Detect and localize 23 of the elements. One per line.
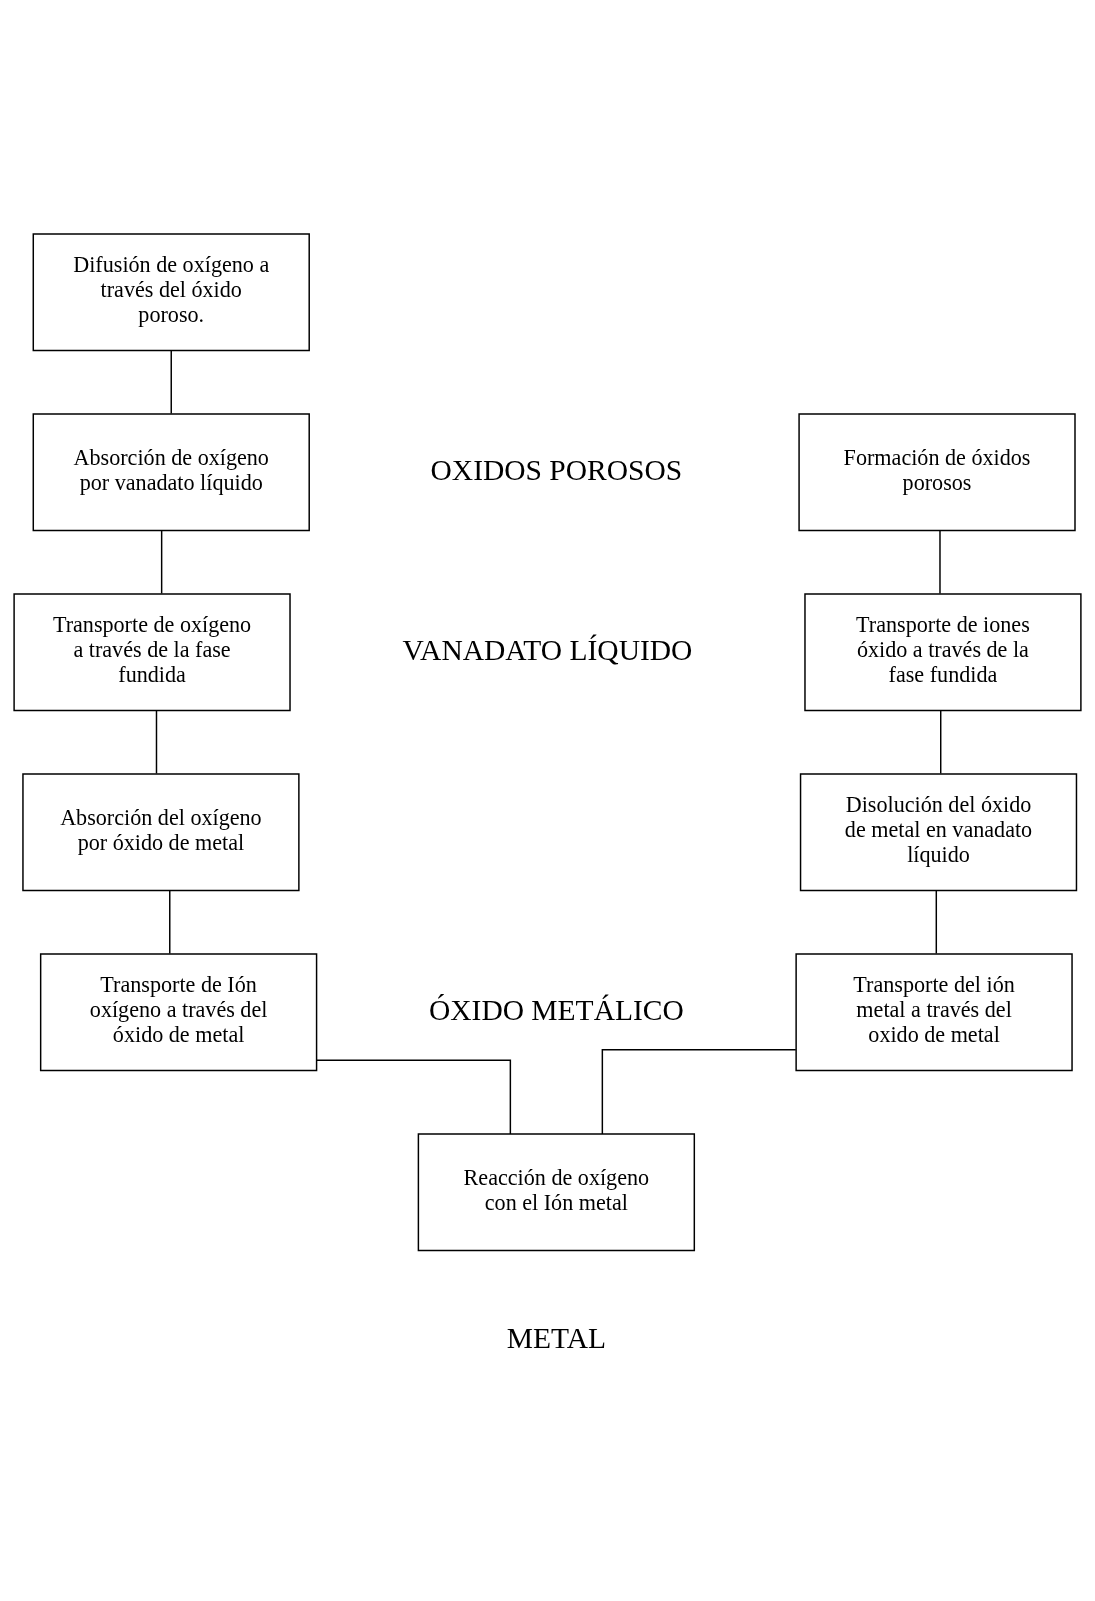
node-box: Transporte de Ión oxígeno a través del óxido de metal [39, 953, 318, 1072]
node-box: Transporte de oxígeno a través de la fase fundida [13, 593, 291, 712]
connector [939, 529, 941, 595]
node-box: Reacción de oxígeno con el Ión metal [417, 1133, 696, 1252]
label: ÓXIDO METÁLICO [428, 993, 684, 1026]
label: VANADATO LÍQUIDO [402, 633, 693, 666]
connector [160, 529, 163, 595]
node-box: Difusión de oxígeno a través del óxido poroso. [32, 233, 310, 352]
node-box: Absorción de oxígeno por vanadato líquido [32, 413, 310, 532]
label: METAL [506, 1321, 606, 1354]
connector [601, 1049, 797, 1135]
label: OXIDOS POROSOS [430, 453, 683, 486]
connector [155, 709, 158, 775]
node-box: Absorción del oxígeno por óxido de metal [22, 773, 300, 892]
connector [940, 709, 942, 775]
node-box: Formación de óxidos porosos [798, 413, 1076, 532]
node-box: Transporte de iones óxido a través de la fase fundida [804, 593, 1082, 712]
connector [935, 889, 938, 955]
connector [316, 1059, 512, 1135]
connector [169, 889, 171, 955]
node-box: Transporte del ión metal a través del oxido de metal [795, 953, 1073, 1072]
node-box: Disolución del óxido de metal en vanadato líquido [799, 773, 1078, 892]
connector [170, 349, 172, 415]
